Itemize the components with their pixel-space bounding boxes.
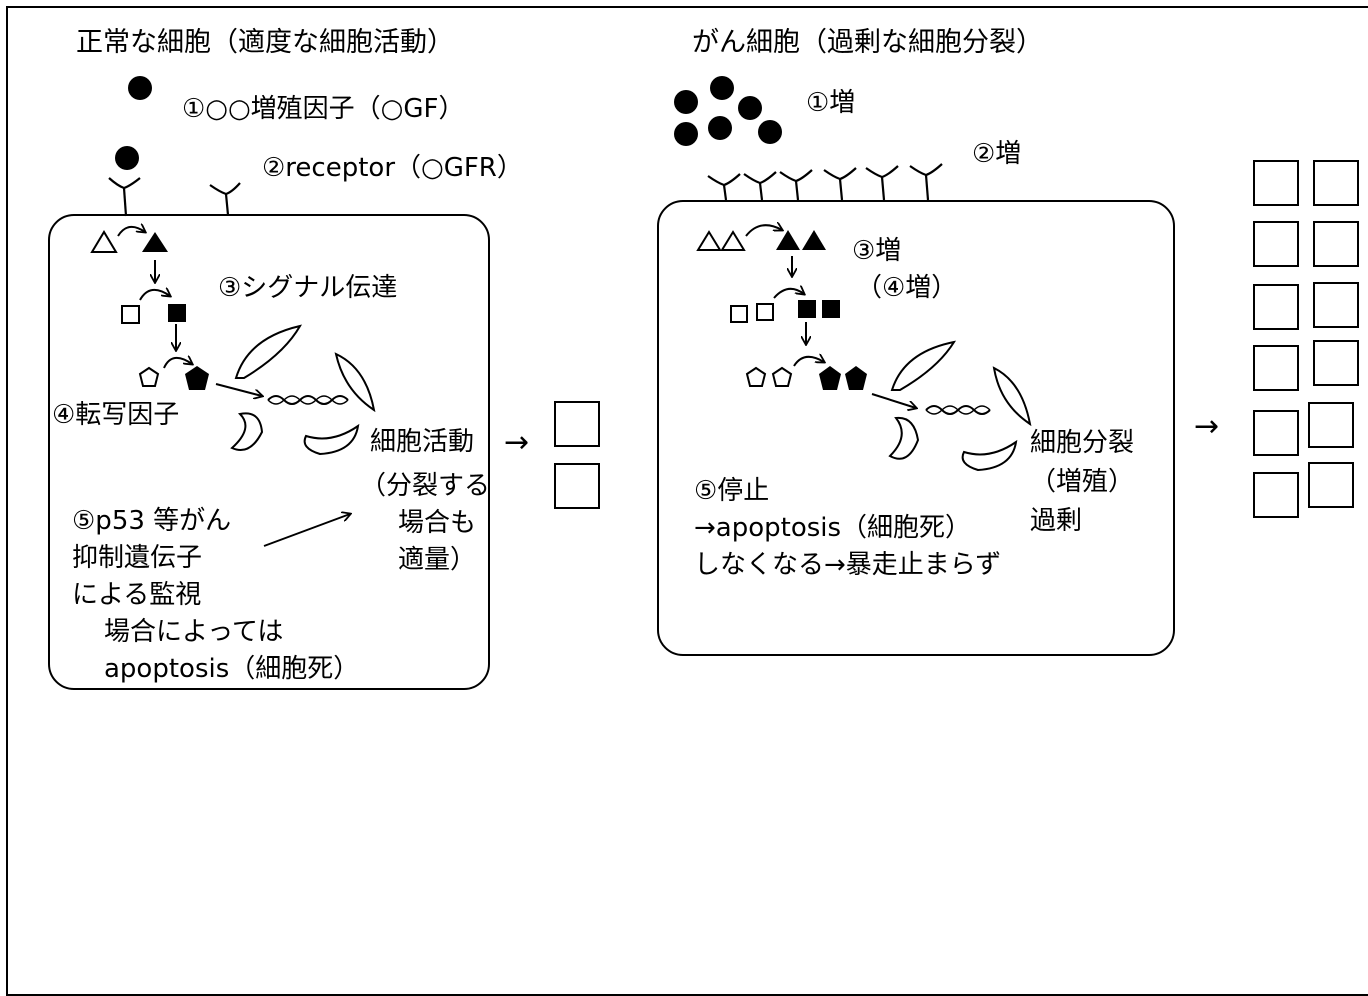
receptor-row — [707, 163, 943, 201]
active-pentagon-icon — [185, 366, 209, 390]
organelle-icon — [234, 324, 303, 379]
signal-increase-label: ③増 — [852, 236, 902, 266]
organelle-icon — [303, 423, 360, 456]
organelle-icon — [992, 366, 1032, 427]
growth-factor-increase-label: ①増 — [806, 88, 856, 118]
inactive-triangle-icon — [720, 230, 746, 251]
p53-label-line3: による監視 — [72, 580, 202, 610]
active-triangle-icon — [142, 232, 168, 252]
inactive-pentagon-icon — [138, 366, 160, 387]
p53-label-line5: apoptosis（細胞死） — [104, 654, 360, 684]
growth-factor-dot — [710, 76, 734, 100]
stop-label-line2: →apoptosis（細胞死） — [694, 513, 972, 543]
active-triangle-icon — [802, 230, 826, 250]
active-pentagon-icon — [845, 366, 867, 390]
daughter-cell-square — [554, 401, 600, 447]
active-square-icon — [798, 300, 816, 318]
daughter-cell-square — [554, 463, 600, 509]
daughter-cell-square — [1253, 284, 1299, 330]
daughter-cell-square — [1313, 340, 1359, 386]
receptor-icon — [209, 182, 241, 216]
organelle-icon — [961, 439, 1018, 472]
receptor-icon — [108, 177, 141, 217]
division-label-line1: 細胞分裂 — [1030, 428, 1135, 458]
p53-label-line1: ⑤p53 等がん — [72, 506, 232, 536]
cancer-output-arrow: → — [1194, 409, 1220, 444]
daughter-cell-square — [1313, 221, 1359, 267]
organelle-icon — [230, 412, 264, 451]
inactive-pentagon-icon — [771, 366, 793, 387]
daughter-cell-square — [1253, 345, 1299, 391]
cancer-cell-outline — [657, 200, 1175, 656]
division-label-line3: 過剰 — [1030, 506, 1083, 536]
tf-increase-label: （④増） — [856, 273, 958, 303]
inactive-square-icon — [121, 305, 140, 324]
daughter-cell-square — [1308, 462, 1354, 508]
daughter-cell-square — [1253, 160, 1299, 206]
inactive-triangle-icon — [90, 230, 118, 253]
active-square-icon — [168, 304, 186, 322]
growth-factor-dot — [115, 146, 139, 170]
growth-factor-dot — [708, 116, 732, 140]
inactive-triangle-icon — [696, 230, 722, 251]
daughter-cell-square — [1253, 472, 1299, 518]
activity-label-line3: 場合も — [398, 508, 477, 538]
activity-label-line2: （分裂する — [360, 471, 491, 501]
p53-label-line2: 抑制遺伝子 — [72, 543, 203, 573]
daughter-cell-square — [1253, 410, 1299, 456]
daughter-cell-square — [1313, 160, 1359, 206]
daughter-cell-square — [1253, 221, 1299, 267]
growth-factor-dot — [674, 90, 698, 114]
cancer-cell-title: がん細胞（過剰な細胞分裂） — [692, 27, 1043, 58]
active-triangle-icon — [776, 230, 800, 250]
transcription-factor-label: ④転写因子 — [52, 400, 180, 430]
receptor-label: ②receptor（○GFR） — [262, 153, 523, 183]
dna-icon — [267, 395, 349, 405]
inactive-square-icon — [756, 303, 774, 321]
organelle-icon — [888, 416, 920, 460]
growth-factor-dot — [674, 122, 698, 146]
activity-label-line4: 適量） — [398, 545, 477, 575]
organelle-icon — [890, 340, 957, 391]
receptor-increase-label: ②増 — [972, 139, 1022, 169]
growth-factor-dot — [738, 96, 762, 120]
active-square-icon — [822, 300, 840, 318]
normal-output-arrow: → — [504, 425, 530, 460]
p53-label-line4: 場合によっては — [104, 617, 284, 647]
normal-cell-title: 正常な細胞（適度な細胞活動） — [76, 27, 454, 58]
growth-factor-dot — [758, 120, 782, 144]
stop-label-line3: しなくなる→暴走止まらず — [694, 550, 1002, 580]
normal-cell-outline — [48, 214, 490, 690]
organelle-icon — [334, 352, 376, 413]
inactive-square-icon — [730, 305, 748, 323]
stop-label-line1: ⑤停止 — [694, 476, 770, 506]
signal-transduction-label: ③シグナル伝達 — [218, 273, 398, 303]
division-label-line2: （増殖） — [1030, 467, 1135, 497]
daughter-cell-square — [1313, 282, 1359, 328]
growth-factor-dot — [128, 76, 152, 100]
daughter-cell-square — [1308, 402, 1354, 448]
activity-label-line1: 細胞活動 — [370, 427, 475, 457]
active-pentagon-icon — [819, 366, 841, 390]
inactive-pentagon-icon — [745, 366, 767, 387]
growth-factor-label: ①○○増殖因子（○GF） — [182, 94, 465, 124]
